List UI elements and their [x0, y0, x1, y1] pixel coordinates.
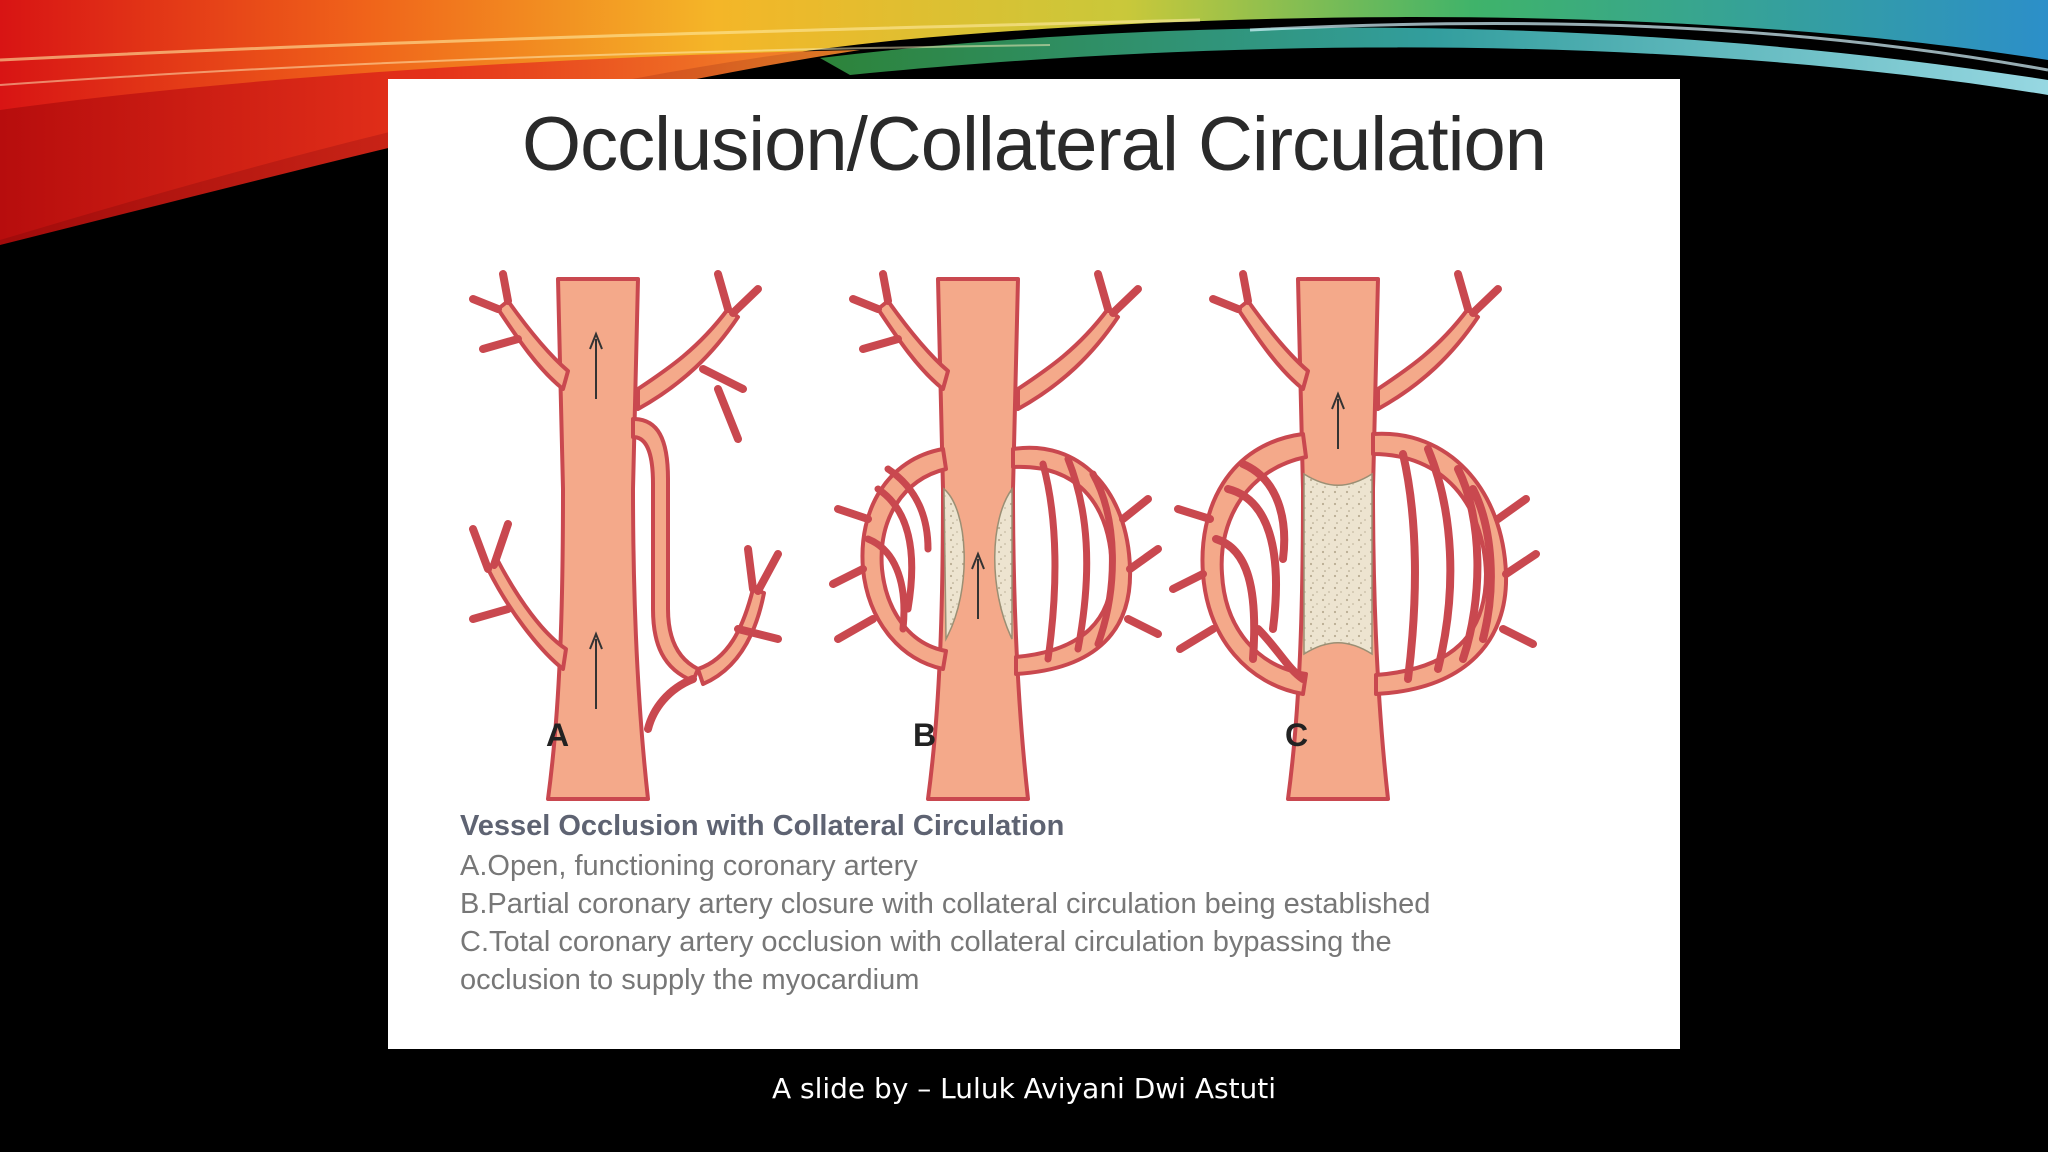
- slide-footer: A slide by – Luluk Aviyani Dwi Astuti: [771, 1072, 1277, 1105]
- caption-line-b: B.Partial coronary artery closure with c…: [460, 888, 1431, 920]
- artery-a: [469, 270, 782, 801]
- panel-title: Occlusion/Collateral Circulation: [522, 102, 1547, 187]
- caption-lines: A.Open, functioning coronary artery B.Pa…: [460, 847, 1640, 999]
- diagram-caption: Vessel Occlusion with Collateral Circula…: [460, 807, 1640, 999]
- artery-c: [1169, 270, 1540, 801]
- decorative-swoosh: [0, 0, 2048, 245]
- artery-b: [829, 270, 1162, 801]
- total-occlusion-plaque: [1303, 472, 1373, 656]
- caption-line-c-continued: occlusion to supply the myocardium: [460, 964, 920, 996]
- figure-label-c: C: [1285, 717, 1309, 753]
- caption-line-c: C.Total coronary artery occlusion with c…: [460, 926, 1392, 958]
- content-panel: Occlusion/Collateral Circulation: [388, 79, 1680, 1049]
- caption-title: Vessel Occlusion with Collateral Circula…: [460, 810, 1065, 842]
- artery-diagram: [469, 270, 1540, 801]
- figure-label-b: B: [913, 717, 937, 753]
- caption-line-a: A.Open, functioning coronary artery: [460, 850, 918, 882]
- partial-plaque: [943, 487, 965, 642]
- figure-label-a: A: [546, 717, 570, 753]
